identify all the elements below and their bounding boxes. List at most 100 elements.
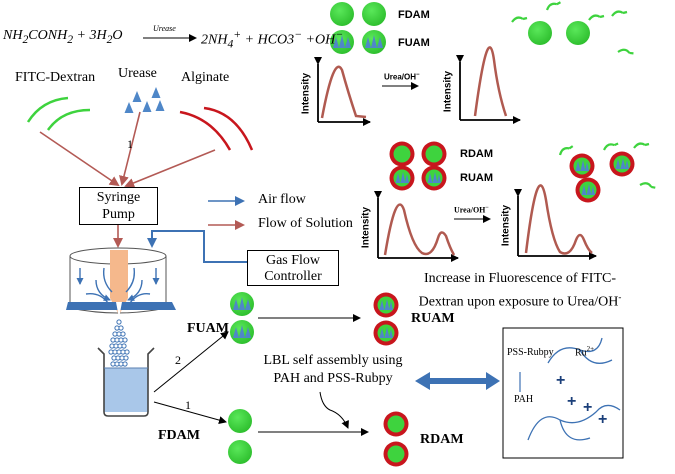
eq-nh: NH — [3, 28, 23, 43]
gas-line2: Controller — [264, 269, 322, 284]
syringe-line1: Syringe — [96, 190, 141, 205]
plus-charge: + — [556, 372, 566, 389]
gas-flow-controller-box: Gas Flow Controller — [247, 250, 339, 286]
top-fdam-label: FDAM — [398, 9, 430, 21]
eq-conh: CONH — [28, 28, 68, 43]
fdam-label: FDAM — [158, 428, 200, 443]
top-released-particles — [510, 0, 635, 59]
eq-sub: 2 — [67, 32, 74, 46]
droplet — [121, 343, 127, 349]
material-flow-arrows — [39, 111, 216, 188]
eq-sub: 4 — [227, 37, 234, 51]
path1-label: 1 — [185, 398, 191, 412]
fdam-particles — [228, 409, 252, 464]
polymer-inset-box — [502, 327, 624, 459]
top-left-plot — [314, 57, 371, 126]
step-one-label: 1 — [127, 137, 133, 151]
top-right-plot — [456, 46, 521, 124]
caption-line2: Dextran upon exposure to Urea/OH- — [390, 288, 650, 312]
top-fdam-particles — [330, 2, 386, 26]
plus-charge: + — [598, 411, 608, 428]
top-fuam-label: FUAM — [398, 37, 430, 49]
eq-sup: − — [335, 28, 344, 41]
plus-charge: + — [567, 393, 577, 410]
y-axis-label: Intensity — [500, 204, 512, 247]
droplet — [122, 361, 128, 367]
fuam-particles — [230, 292, 254, 344]
reaction-products: 2NH4+ + HCO3− +OH− — [201, 28, 343, 50]
droplet — [118, 325, 124, 331]
mid-stimulus-label: Urea/OH− — [454, 205, 489, 215]
polymer-chains-icon — [527, 337, 621, 441]
lbl-line2: PAH and PSS-Rubpy — [273, 371, 393, 386]
path2-arrow — [153, 331, 229, 393]
y-axis-label: Intensity — [300, 72, 312, 115]
y-axis-label: Intensity — [442, 70, 454, 113]
eq-o: O — [112, 28, 123, 43]
syringe-pump-box: Syringe Pump — [79, 187, 158, 225]
alginate-strands-icon — [179, 106, 254, 151]
eq-sup: − — [294, 28, 303, 41]
stimulus-charge: − — [416, 72, 420, 78]
droplet — [124, 349, 130, 355]
droplet — [123, 355, 129, 361]
equation-arrow-label: Urease — [153, 24, 176, 33]
caption-line1: Increase in Fluorescence of FITC- — [423, 271, 617, 286]
chamber-air-arrows — [76, 267, 160, 304]
ru-charge: 2+ — [586, 345, 595, 353]
mid-left-plot — [374, 191, 459, 262]
urease-triangles-icon — [124, 87, 165, 113]
eq-sub: 2 — [106, 32, 113, 46]
legend-air-label: Air flow — [258, 192, 306, 207]
caption-line2-text: Dextran upon exposure to Urea/OH — [418, 294, 619, 310]
alginate-label: Alginate — [181, 70, 230, 85]
lbl-curved-arrow — [319, 391, 349, 429]
reaction-equation: NH2CONH2 + 3H2O — [3, 28, 123, 46]
peak-curve — [473, 46, 508, 117]
top-stimulus-label: Urea/OH− — [384, 72, 420, 82]
ruam-label: RUAM — [411, 311, 455, 326]
fuam-label: FUAM — [187, 321, 229, 336]
eq-nh4: 2NH — [201, 32, 228, 48]
lbl-line1: LBL self assembly using — [263, 353, 403, 368]
peak-curve — [383, 203, 456, 256]
pah-label: PAH — [514, 394, 534, 405]
lbl-double-arrow — [415, 372, 500, 390]
nozzle-icon — [110, 250, 128, 315]
ru-text: Ru — [575, 347, 587, 359]
stimulus-text: Urea/OH — [384, 72, 417, 82]
ru-label: Ru2+ — [575, 345, 594, 358]
gas-flow-line — [147, 230, 247, 263]
mid-ruam-particles — [389, 165, 447, 191]
mid-released-particles — [557, 141, 657, 203]
legend-solution-label: Flow of Solution — [258, 216, 353, 231]
urease-label: Urease — [118, 66, 157, 81]
plus-charge: + — [583, 399, 593, 416]
mid-rdam-label: RDAM — [460, 148, 493, 160]
lbl-process-label: LBL self assembly using PAH and PSS-Rubp… — [253, 352, 413, 388]
pss-rubpy-label: PSS-Rubpy — [507, 347, 554, 358]
syringe-line2: Pump — [102, 207, 135, 222]
mid-right-plot — [514, 184, 597, 260]
path2-label: 2 — [175, 353, 181, 367]
peak-curve — [524, 184, 593, 255]
gas-line1: Gas Flow — [265, 253, 321, 268]
eq-hco3: + HCO3 — [241, 32, 295, 48]
caption-charge: - — [618, 292, 622, 302]
eq-oh: +OH — [302, 32, 336, 48]
beaker-icon — [97, 347, 155, 417]
fluorescence-caption: Increase in Fluorescence of FITC- Dextra… — [390, 270, 650, 312]
eq-sup: + — [233, 28, 242, 41]
droplet — [122, 337, 128, 343]
rdam-particles — [383, 411, 409, 467]
path1-arrow — [153, 401, 227, 424]
eq-water: + 3H — [73, 28, 107, 43]
droplet — [116, 319, 122, 325]
eq-sub: 2 — [22, 32, 29, 46]
peak-curve — [320, 65, 367, 119]
stimulus-text: Urea/OH — [454, 205, 486, 215]
droplet — [120, 331, 126, 337]
fitc-dextran-label: FITC-Dextran — [15, 70, 96, 85]
y-axis-label: Intensity — [360, 206, 372, 249]
